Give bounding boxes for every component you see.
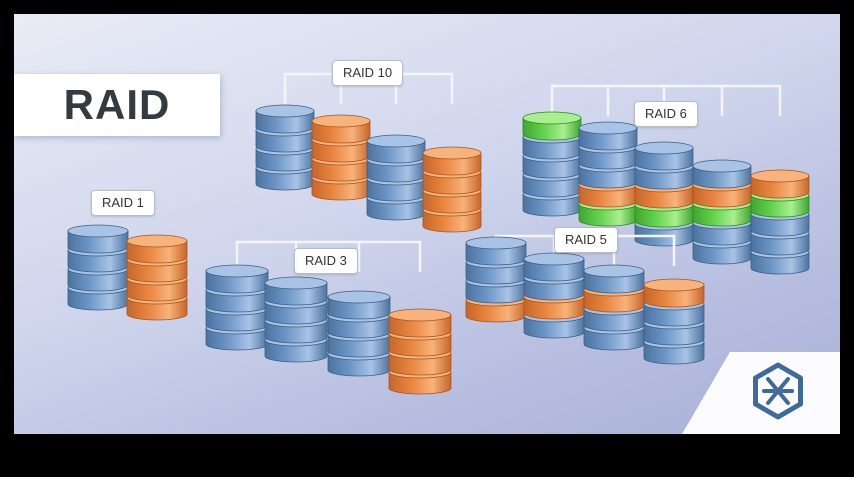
connector-line [235, 240, 422, 272]
logo-panel [682, 352, 840, 434]
raid-group [255, 72, 482, 233]
disk-platter-orange [388, 308, 452, 338]
disk-platter-blue [634, 141, 694, 171]
disk-platter-blue [366, 134, 426, 164]
raid-level-label: RAID 1 [91, 190, 155, 216]
raid-level-label: RAID 5 [554, 227, 618, 253]
disk-stack [205, 264, 269, 351]
raid-group [67, 224, 188, 321]
disk-stack [750, 169, 810, 275]
raid-brand-logo-icon [753, 362, 803, 420]
disk-platter-orange [126, 234, 188, 264]
disk-stack [583, 264, 645, 351]
disk-stack [264, 276, 328, 363]
disk-platter-blue [67, 224, 129, 254]
disk-platter-blue [692, 159, 752, 189]
raid-level-label: RAID 10 [332, 60, 404, 86]
disk-platter-blue [255, 104, 315, 134]
raid-illustration: RAID RAID 10 RAID 6 RAID 1 RAID 3 RAID 5 [14, 14, 840, 434]
disk-stack [366, 134, 426, 221]
raid-group [465, 234, 705, 365]
disk-platter-orange [643, 278, 705, 308]
disk-stack [126, 234, 188, 321]
disk-platter-orange [750, 169, 810, 199]
disk-platter-blue [264, 276, 328, 306]
disk-stack [578, 121, 638, 227]
disk-stack [692, 159, 752, 265]
disk-stack [422, 146, 482, 233]
disk-platter-blue [205, 264, 269, 294]
raid-group [522, 84, 810, 275]
disk-stack [388, 308, 452, 395]
disk-platter-orange [422, 146, 482, 176]
raid-diagram-canvas [67, 72, 810, 395]
disk-platter-green [522, 111, 582, 141]
page-title: RAID [63, 81, 171, 128]
disk-stack [523, 252, 585, 339]
disk-platter-blue [523, 252, 585, 282]
disk-stack [643, 278, 705, 365]
disk-platter-blue [465, 236, 527, 266]
disk-stack [311, 114, 371, 201]
raid-level-label: RAID 6 [634, 101, 698, 127]
disk-platter-orange [311, 114, 371, 144]
title-card: RAID [14, 74, 220, 136]
disk-platter-blue [578, 121, 638, 151]
raid-group [205, 240, 452, 395]
raid-level-label: RAID 3 [294, 248, 358, 274]
connector-line [550, 84, 782, 116]
disk-platter-blue [583, 264, 645, 294]
